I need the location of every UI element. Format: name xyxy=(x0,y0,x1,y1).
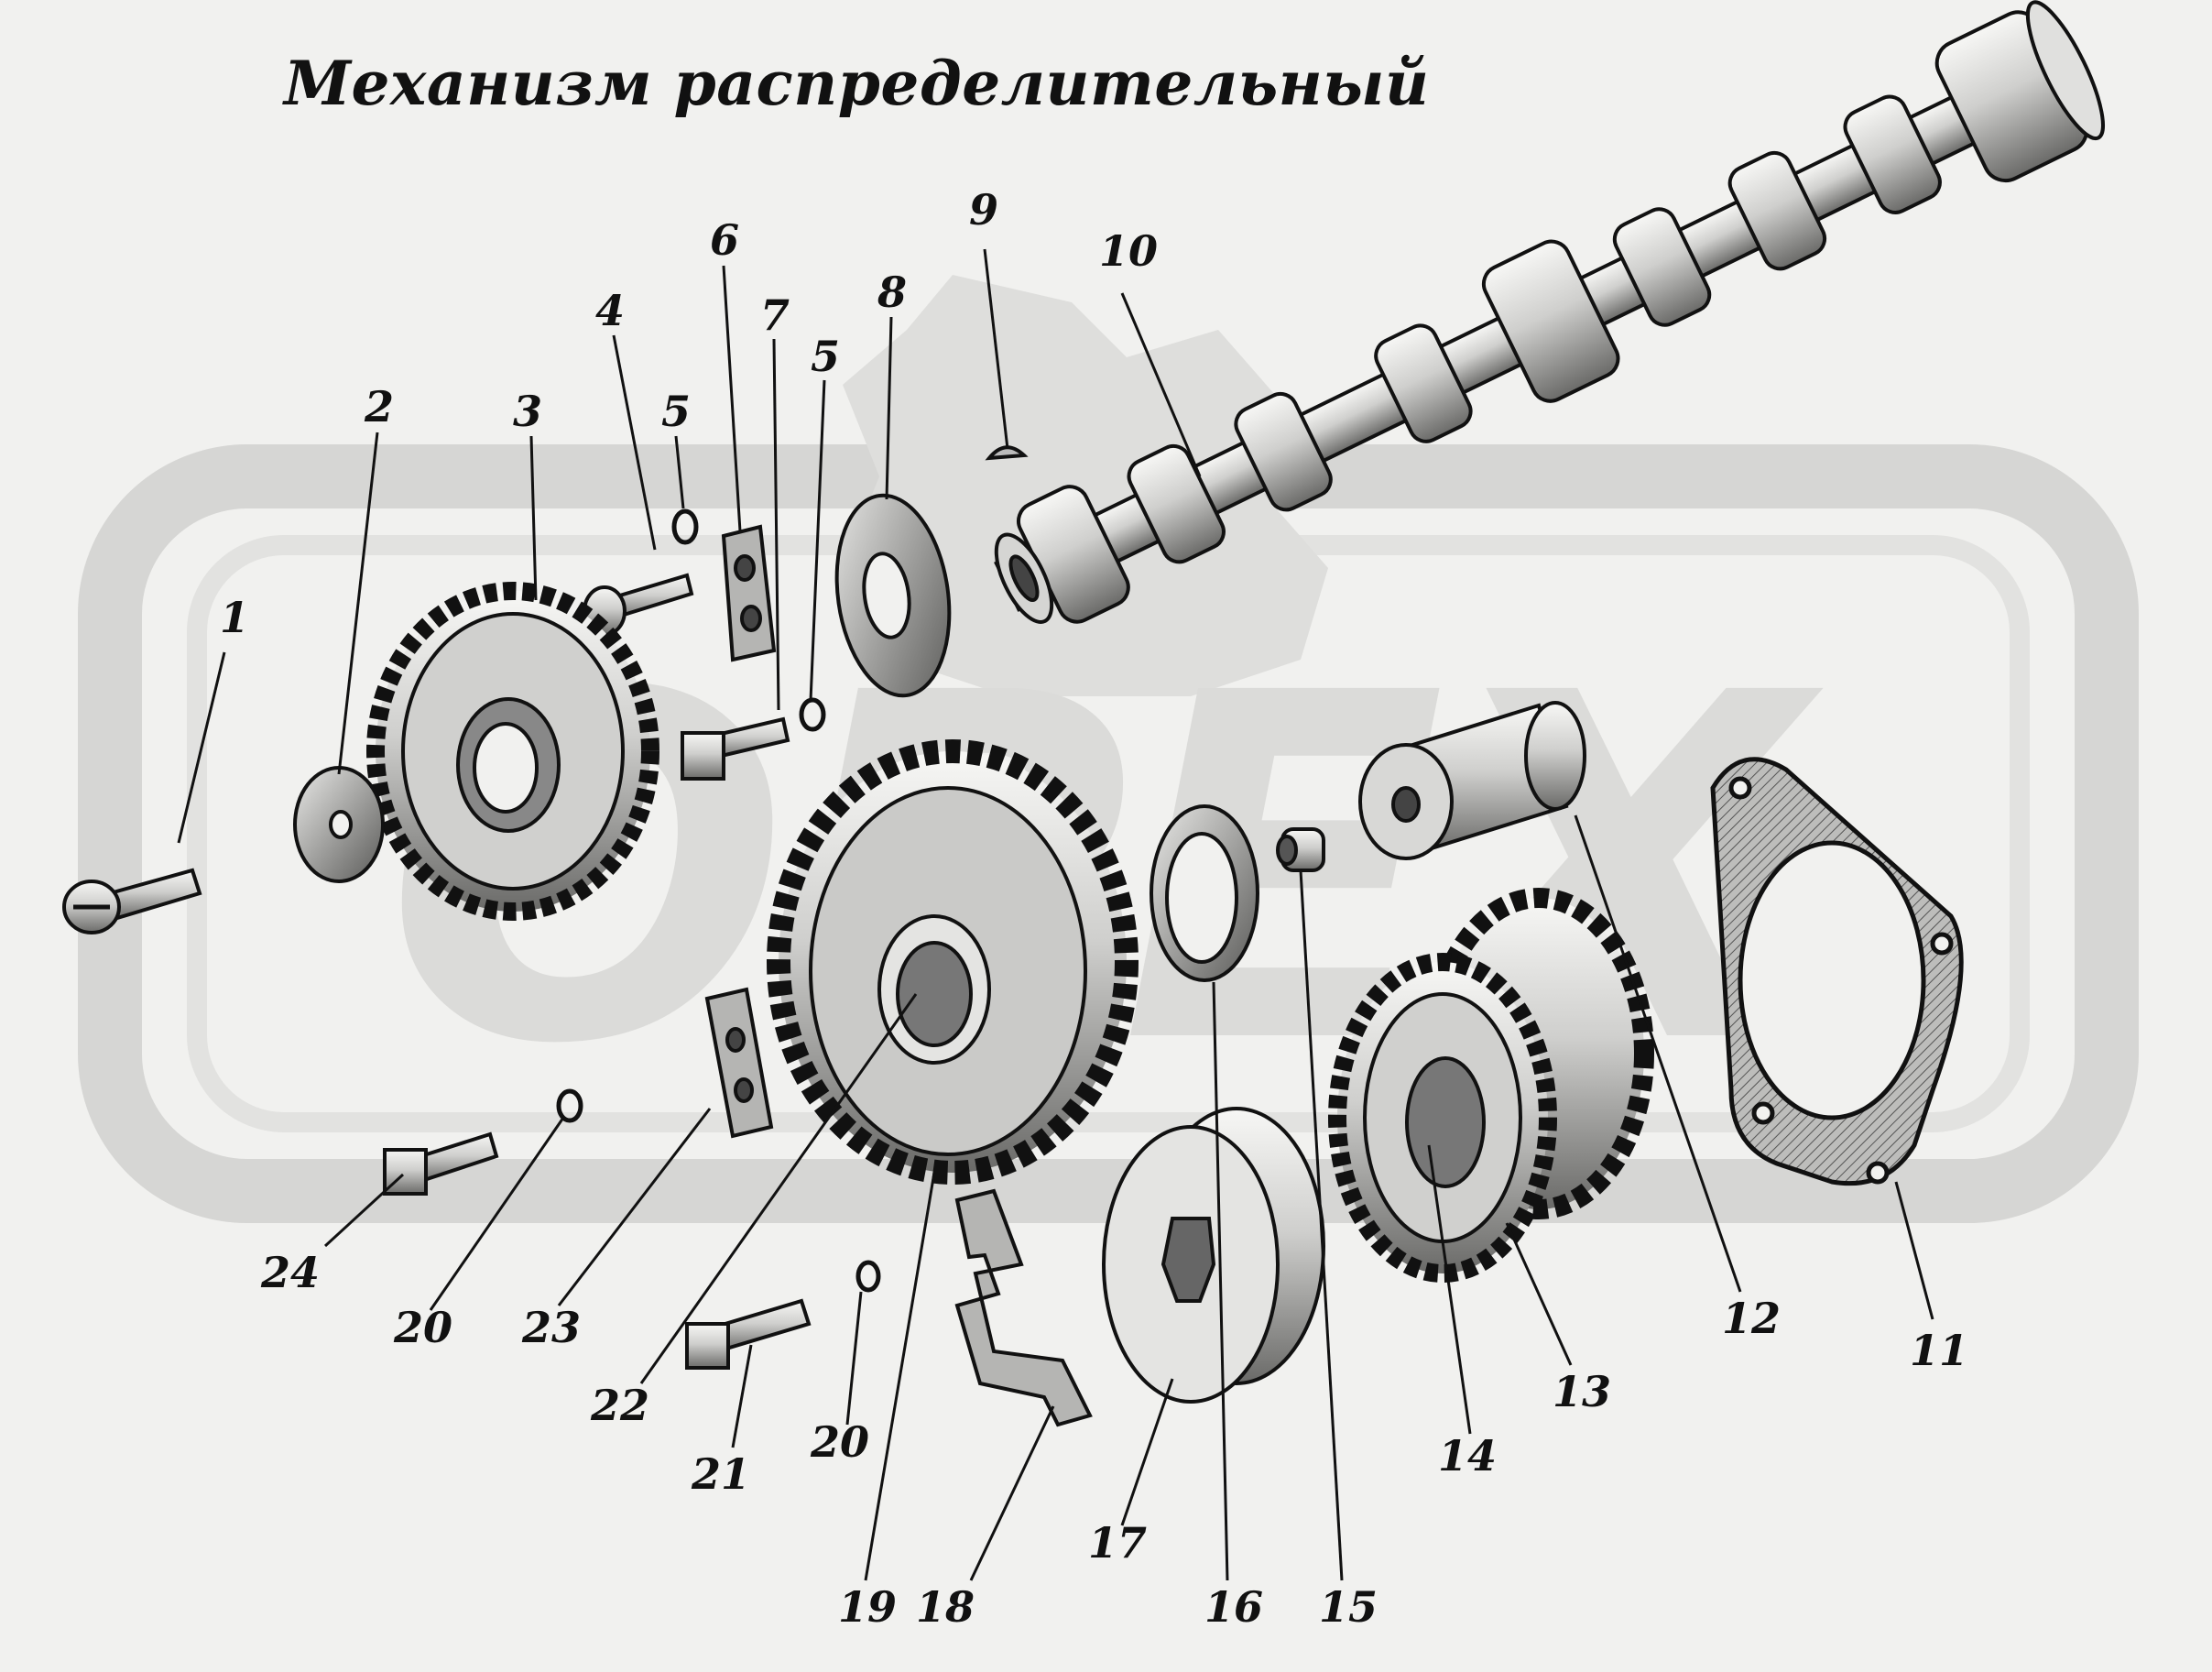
leader-lines xyxy=(177,248,1934,1581)
bolt-lower-center xyxy=(685,1298,812,1370)
callout-labels: 1 2 3 4 5 5 6 7 8 9 10 11 12 13 14 15 16… xyxy=(220,185,1968,1632)
label-2: 2 xyxy=(364,382,394,432)
label-1: 1 xyxy=(220,593,249,642)
idler-gear-pair xyxy=(1328,888,1654,1283)
label-3: 3 xyxy=(513,387,542,436)
drive-disc xyxy=(1102,1107,1325,1404)
bushing xyxy=(1276,827,1325,872)
label-17: 17 xyxy=(1088,1518,1147,1568)
drive-sleeve xyxy=(1358,701,1586,860)
large-timing-gear xyxy=(767,739,1139,1185)
label-23: 23 xyxy=(521,1303,581,1352)
diagram-title: Механизм распределительный xyxy=(284,48,1430,119)
small-timing-gear xyxy=(366,582,659,921)
label-9: 9 xyxy=(969,185,998,235)
label-10: 10 xyxy=(1099,226,1158,276)
lock-washer-upper xyxy=(671,508,826,732)
label-22: 22 xyxy=(590,1381,649,1430)
gear-bolt xyxy=(62,868,202,934)
retainer-plate-upper xyxy=(721,524,777,662)
label-15: 15 xyxy=(1319,1582,1378,1632)
label-8: 8 xyxy=(877,268,907,317)
label-16: 16 xyxy=(1204,1582,1263,1632)
label-18: 18 xyxy=(916,1582,975,1632)
cover-gasket xyxy=(1710,757,1964,1186)
label-4: 4 xyxy=(595,286,625,335)
bolt-middle xyxy=(681,716,790,781)
oil-bracket xyxy=(954,1188,1093,1427)
label-11: 11 xyxy=(1910,1326,1968,1375)
label-20a: 20 xyxy=(393,1303,452,1352)
label-19: 19 xyxy=(838,1582,897,1632)
spacer-ring xyxy=(1150,804,1259,982)
label-21: 21 xyxy=(691,1449,750,1499)
label-5b: 5 xyxy=(811,332,840,381)
retainer-plate-lower xyxy=(704,987,774,1139)
gear-washer xyxy=(293,766,385,883)
thrust-washer xyxy=(834,493,952,698)
label-24: 24 xyxy=(260,1248,320,1297)
label-20b: 20 xyxy=(810,1417,869,1467)
label-6: 6 xyxy=(710,215,739,265)
label-14: 14 xyxy=(1438,1431,1497,1481)
label-12: 12 xyxy=(1722,1294,1781,1343)
lock-washer-lower xyxy=(556,1088,881,1293)
label-5a: 5 xyxy=(661,387,691,436)
label-13: 13 xyxy=(1553,1367,1611,1416)
camshaft xyxy=(994,0,2105,624)
label-7: 7 xyxy=(760,290,790,340)
